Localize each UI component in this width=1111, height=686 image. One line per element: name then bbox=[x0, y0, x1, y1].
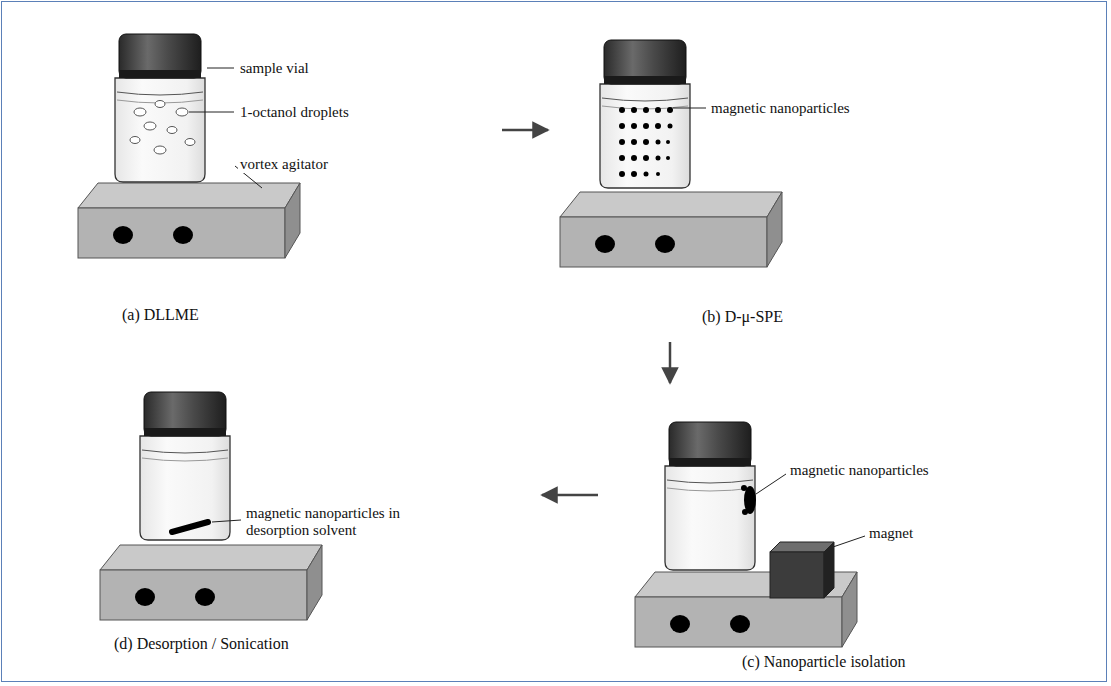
nanoparticle-cluster bbox=[741, 485, 756, 515]
leader-line bbox=[212, 520, 241, 522]
octanol-droplets bbox=[130, 101, 195, 155]
flow-arrow bbox=[669, 342, 672, 383]
part-label: magnetic nanoparticles bbox=[709, 100, 852, 117]
panel-caption: (b) D-μ-SPE bbox=[700, 308, 785, 326]
part-label: vortex agitator bbox=[238, 156, 330, 173]
part-label: magnet bbox=[867, 525, 915, 542]
part-label: sample vial bbox=[238, 60, 311, 77]
sample-vial bbox=[600, 40, 690, 188]
vortex-agitator bbox=[78, 183, 300, 258]
part-label: 1-octanol droplets bbox=[238, 104, 351, 121]
panel-caption: (a) DLLME bbox=[120, 306, 201, 324]
vortex-agitator bbox=[560, 192, 782, 267]
panel-group: (c) Nanoparticle isolation bbox=[600, 385, 1030, 680]
panel-caption: (d) Desorption / Sonication bbox=[112, 635, 291, 653]
sample-vial bbox=[665, 422, 755, 570]
panel-caption: (c) Nanoparticle isolation bbox=[740, 653, 908, 671]
sample-vial bbox=[140, 392, 230, 540]
flow-arrow bbox=[542, 494, 598, 497]
nanoparticle-streak bbox=[172, 522, 208, 532]
leader-line bbox=[673, 108, 706, 109]
magnet bbox=[770, 542, 834, 598]
panel-group: (b) D-μ-SPE bbox=[550, 20, 870, 340]
sample-vial bbox=[115, 34, 205, 182]
part-label: magnetic nanoparticles bbox=[788, 462, 931, 479]
flow-arrow bbox=[502, 129, 548, 132]
part-label: magnetic nanoparticles in desorption sol… bbox=[244, 505, 413, 539]
vortex-agitator bbox=[100, 545, 322, 620]
leader-lines bbox=[756, 474, 865, 548]
nanoparticle-dots bbox=[619, 107, 673, 177]
